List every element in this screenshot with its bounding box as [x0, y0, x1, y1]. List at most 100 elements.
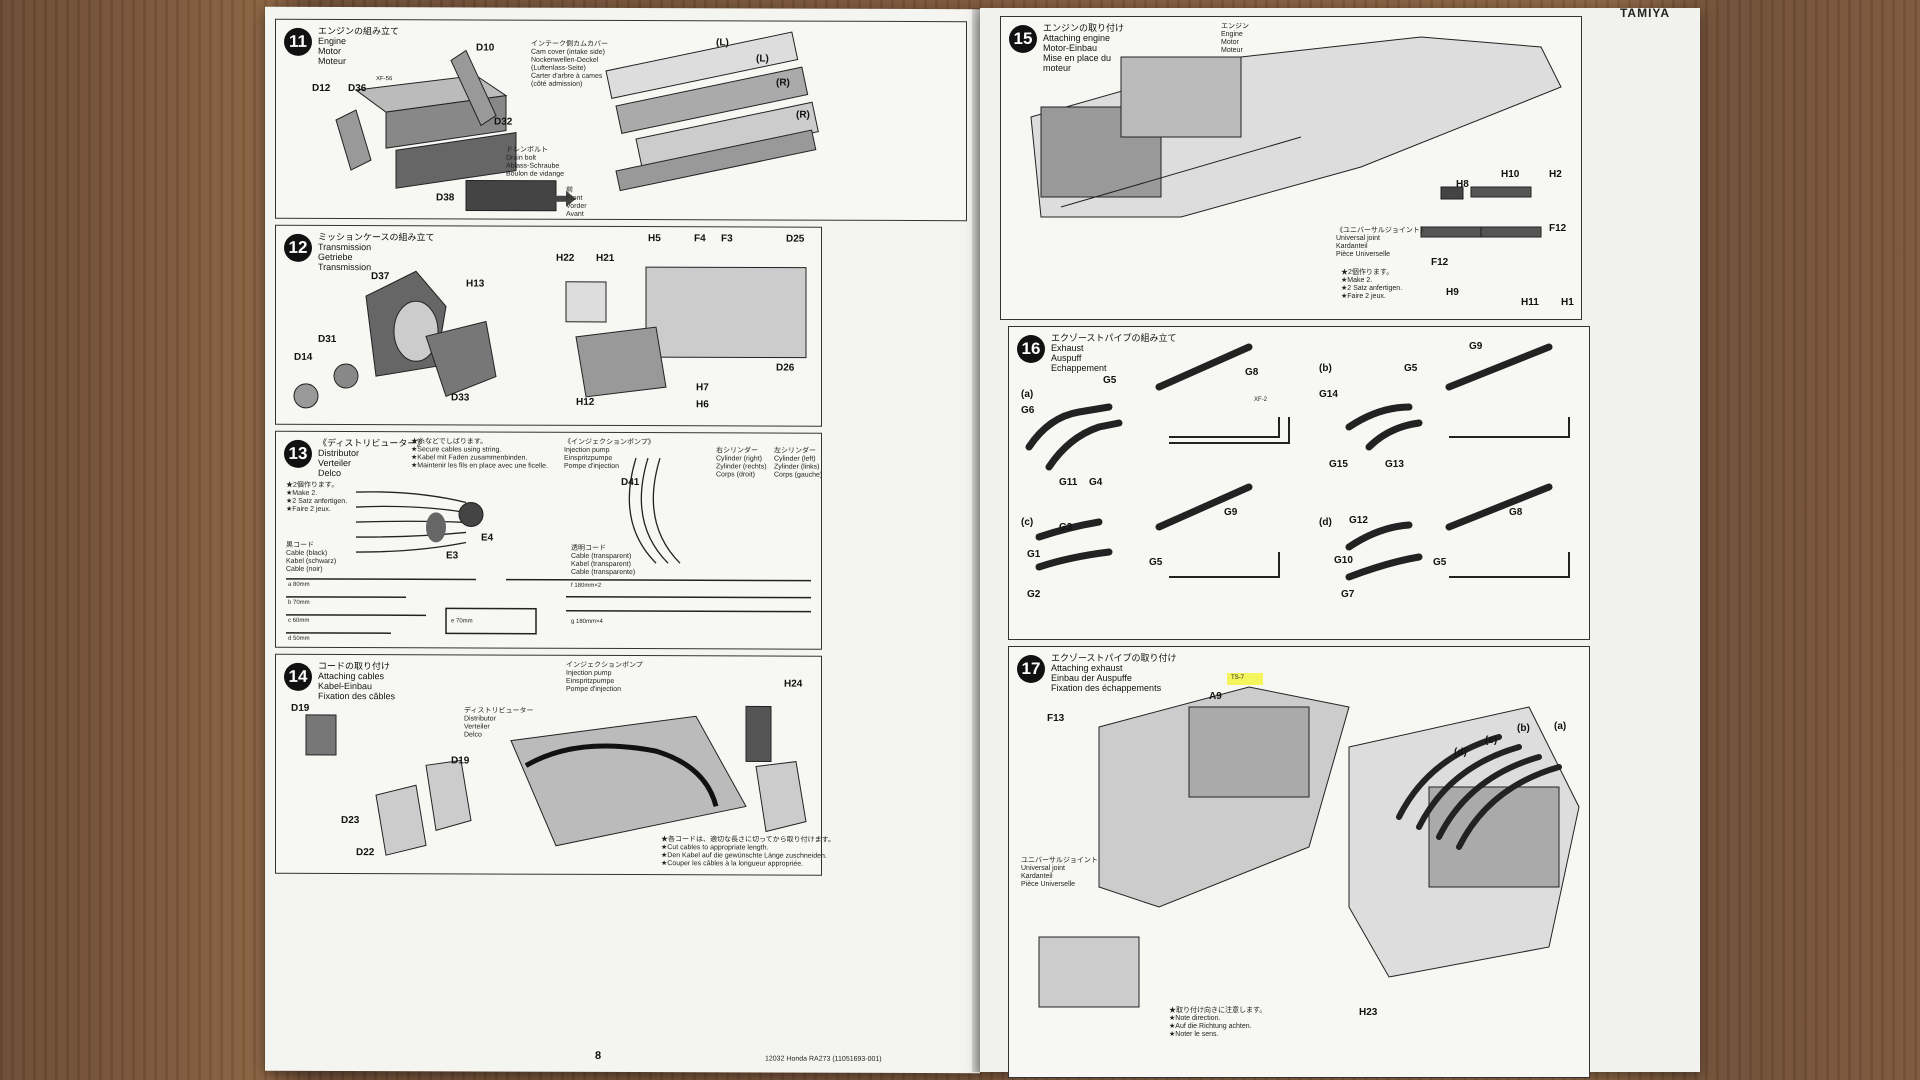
- part-label: A9: [1209, 691, 1222, 702]
- side-label: (R): [796, 109, 810, 121]
- part-label: D22: [356, 847, 375, 859]
- part-label: F12: [1549, 223, 1567, 234]
- step-14-panel: 14 コードの取り付け Attaching cables Kabel-Einba…: [275, 653, 835, 876]
- part-label: D19: [451, 755, 470, 767]
- step-title: エクゾーストパイプの組み立て Exhaust Auspuff Echappeme…: [1051, 333, 1177, 373]
- part-label: H21: [596, 252, 615, 264]
- part-label: G5: [1103, 375, 1117, 386]
- part-label: D26: [776, 362, 795, 374]
- cylinder-left-caption: 左シリンダー Cylinder (left) Zylinder (links) …: [774, 447, 823, 479]
- part-label: G7: [1341, 589, 1355, 600]
- step-13-panel: 13 《ディストリビューター》 Distributor Verteiler De…: [275, 430, 823, 650]
- group-label: (d): [1319, 517, 1332, 528]
- step-17-panel: 17 エクゾーストパイプの取り付け Attaching exhaust Einb…: [1008, 646, 1590, 1078]
- cable-length: c 60mm: [288, 617, 310, 624]
- part-label: G1: [1027, 549, 1041, 560]
- part-label: H9: [1446, 287, 1459, 298]
- side-label: (L): [756, 53, 769, 65]
- part-label: H5: [648, 233, 661, 245]
- part-label: D10: [476, 42, 495, 54]
- step-number: 15: [1009, 25, 1037, 53]
- part-label: H8: [1456, 179, 1469, 190]
- part-label: H23: [1359, 1007, 1378, 1018]
- part-label: H2: [1549, 169, 1562, 180]
- pump-caption: 《インジェクションポンプ》 Injection pump Einspritzpu…: [564, 438, 655, 470]
- step-16-panel: 16 エクゾーストパイプの組み立て Exhaust Auspuff Echapp…: [1008, 326, 1590, 640]
- part-label: G5: [1149, 557, 1163, 568]
- exhaust-pipes-drawing: [1025, 343, 1570, 581]
- part-label: F4: [694, 233, 706, 245]
- highlighter-mark: [1227, 673, 1263, 685]
- part-label: G9: [1469, 341, 1483, 352]
- page-footer: 12032 Honda RA273 (11051693-001): [765, 1055, 882, 1063]
- part-label: G15: [1329, 459, 1348, 470]
- distributor-drawing: [286, 457, 811, 635]
- group-label: (c): [1021, 517, 1034, 528]
- transmission-drawing: [293, 266, 807, 409]
- group-label: (b): [1517, 723, 1530, 734]
- part-label: H24: [784, 678, 803, 690]
- part-label: F13: [1047, 713, 1065, 724]
- step-title: エンジンの取り付け Attaching engine Motor-Einbau …: [1043, 23, 1125, 73]
- part-label: G8: [1509, 507, 1523, 518]
- cable-length: e 70mm: [451, 618, 473, 625]
- direction-note: ★取り付け向きに注意します。 ★Note direction. ★Auf die…: [1169, 1007, 1267, 1038]
- brand-logo: TAMIYA: [1619, 6, 1670, 20]
- engine-block-drawing: [335, 31, 819, 212]
- part-label: F12: [1431, 257, 1449, 268]
- part-label: D19: [291, 702, 310, 714]
- cable-length: f 180mm×2: [571, 582, 602, 589]
- part-label: D14: [294, 351, 313, 363]
- universal-joint-caption: 《ユニバーサルジョイント》 Universal joint Kardanteil…: [1336, 227, 1427, 258]
- part-label: G4: [1089, 477, 1103, 488]
- group-label: (c): [1485, 735, 1498, 746]
- part-label: G9: [1224, 507, 1238, 518]
- step-15-panel: 15 エンジンの取り付け Attaching engine Motor-Einb…: [1000, 16, 1582, 320]
- cable-length: b 70mm: [288, 599, 310, 606]
- make-two-note: ★2個作ります。 ★Make 2. ★2 Satz anfertigen. ★F…: [286, 481, 348, 513]
- side-label: (R): [776, 77, 790, 89]
- cable-length: d 50mm: [288, 635, 310, 642]
- engine-caption: エンジン Engine Motor Moteur: [1221, 23, 1249, 54]
- universal-joint-caption: ユニバーサルジョイント Universal joint Kardanteil P…: [1021, 857, 1098, 888]
- step-12-panel: 12 ミッションケースの組み立て Transmission Getriebe T…: [275, 224, 822, 427]
- part-label: H6: [696, 399, 709, 411]
- part-label: H7: [696, 382, 709, 394]
- part-label: D41: [621, 476, 640, 489]
- step-number: 17: [1017, 655, 1045, 683]
- front-caption: 前 Front Vorder Avant: [566, 186, 587, 218]
- part-label: G5: [1433, 557, 1447, 568]
- part-label: E3: [446, 550, 459, 562]
- cylinder-right-caption: 右シリンダー Cylinder (right) Zylinder (rechts…: [716, 447, 767, 479]
- part-label: D31: [318, 333, 337, 346]
- paint-label: XF-2: [1254, 397, 1268, 403]
- cable-length: a 80mm: [288, 581, 310, 588]
- step-number: 16: [1017, 335, 1045, 363]
- part-label: G5: [1404, 363, 1418, 374]
- part-label: D36: [348, 83, 367, 95]
- step-11-panel: 11 エンジンの組み立て Engine Motor Moteur D10 D12…: [275, 18, 967, 222]
- group-label: (d): [1454, 747, 1467, 758]
- part-label: D37: [371, 271, 390, 283]
- part-label: G2: [1027, 589, 1041, 600]
- part-label: D12: [312, 82, 331, 94]
- group-label: (a): [1554, 721, 1567, 732]
- paint-label: XF-56: [376, 76, 393, 83]
- clear-cable-caption: 透明コード Cable (transparent) Kabel (transpa…: [571, 544, 636, 577]
- part-label: E4: [481, 532, 494, 544]
- part-label: H10: [1501, 169, 1520, 180]
- part-label: D23: [341, 815, 360, 827]
- instruction-page-right: TAMIYA 15 エンジンの取り付け Attaching engine Mot…: [980, 6, 1700, 1078]
- part-label: G11: [1059, 477, 1078, 488]
- part-label: G6: [1021, 405, 1035, 416]
- part-label: D33: [451, 392, 470, 404]
- step-title: エクゾーストパイプの取り付け Attaching exhaust Einbau …: [1051, 653, 1177, 693]
- part-label: D38: [436, 192, 455, 204]
- part-label: G8: [1245, 367, 1259, 378]
- part-label: F3: [721, 233, 733, 245]
- part-label: G3: [1059, 522, 1073, 533]
- part-label: H13: [466, 278, 485, 290]
- exhaust-install-drawing: [1038, 686, 1580, 1008]
- group-label: (b): [1319, 363, 1332, 374]
- part-label: G14: [1319, 389, 1338, 400]
